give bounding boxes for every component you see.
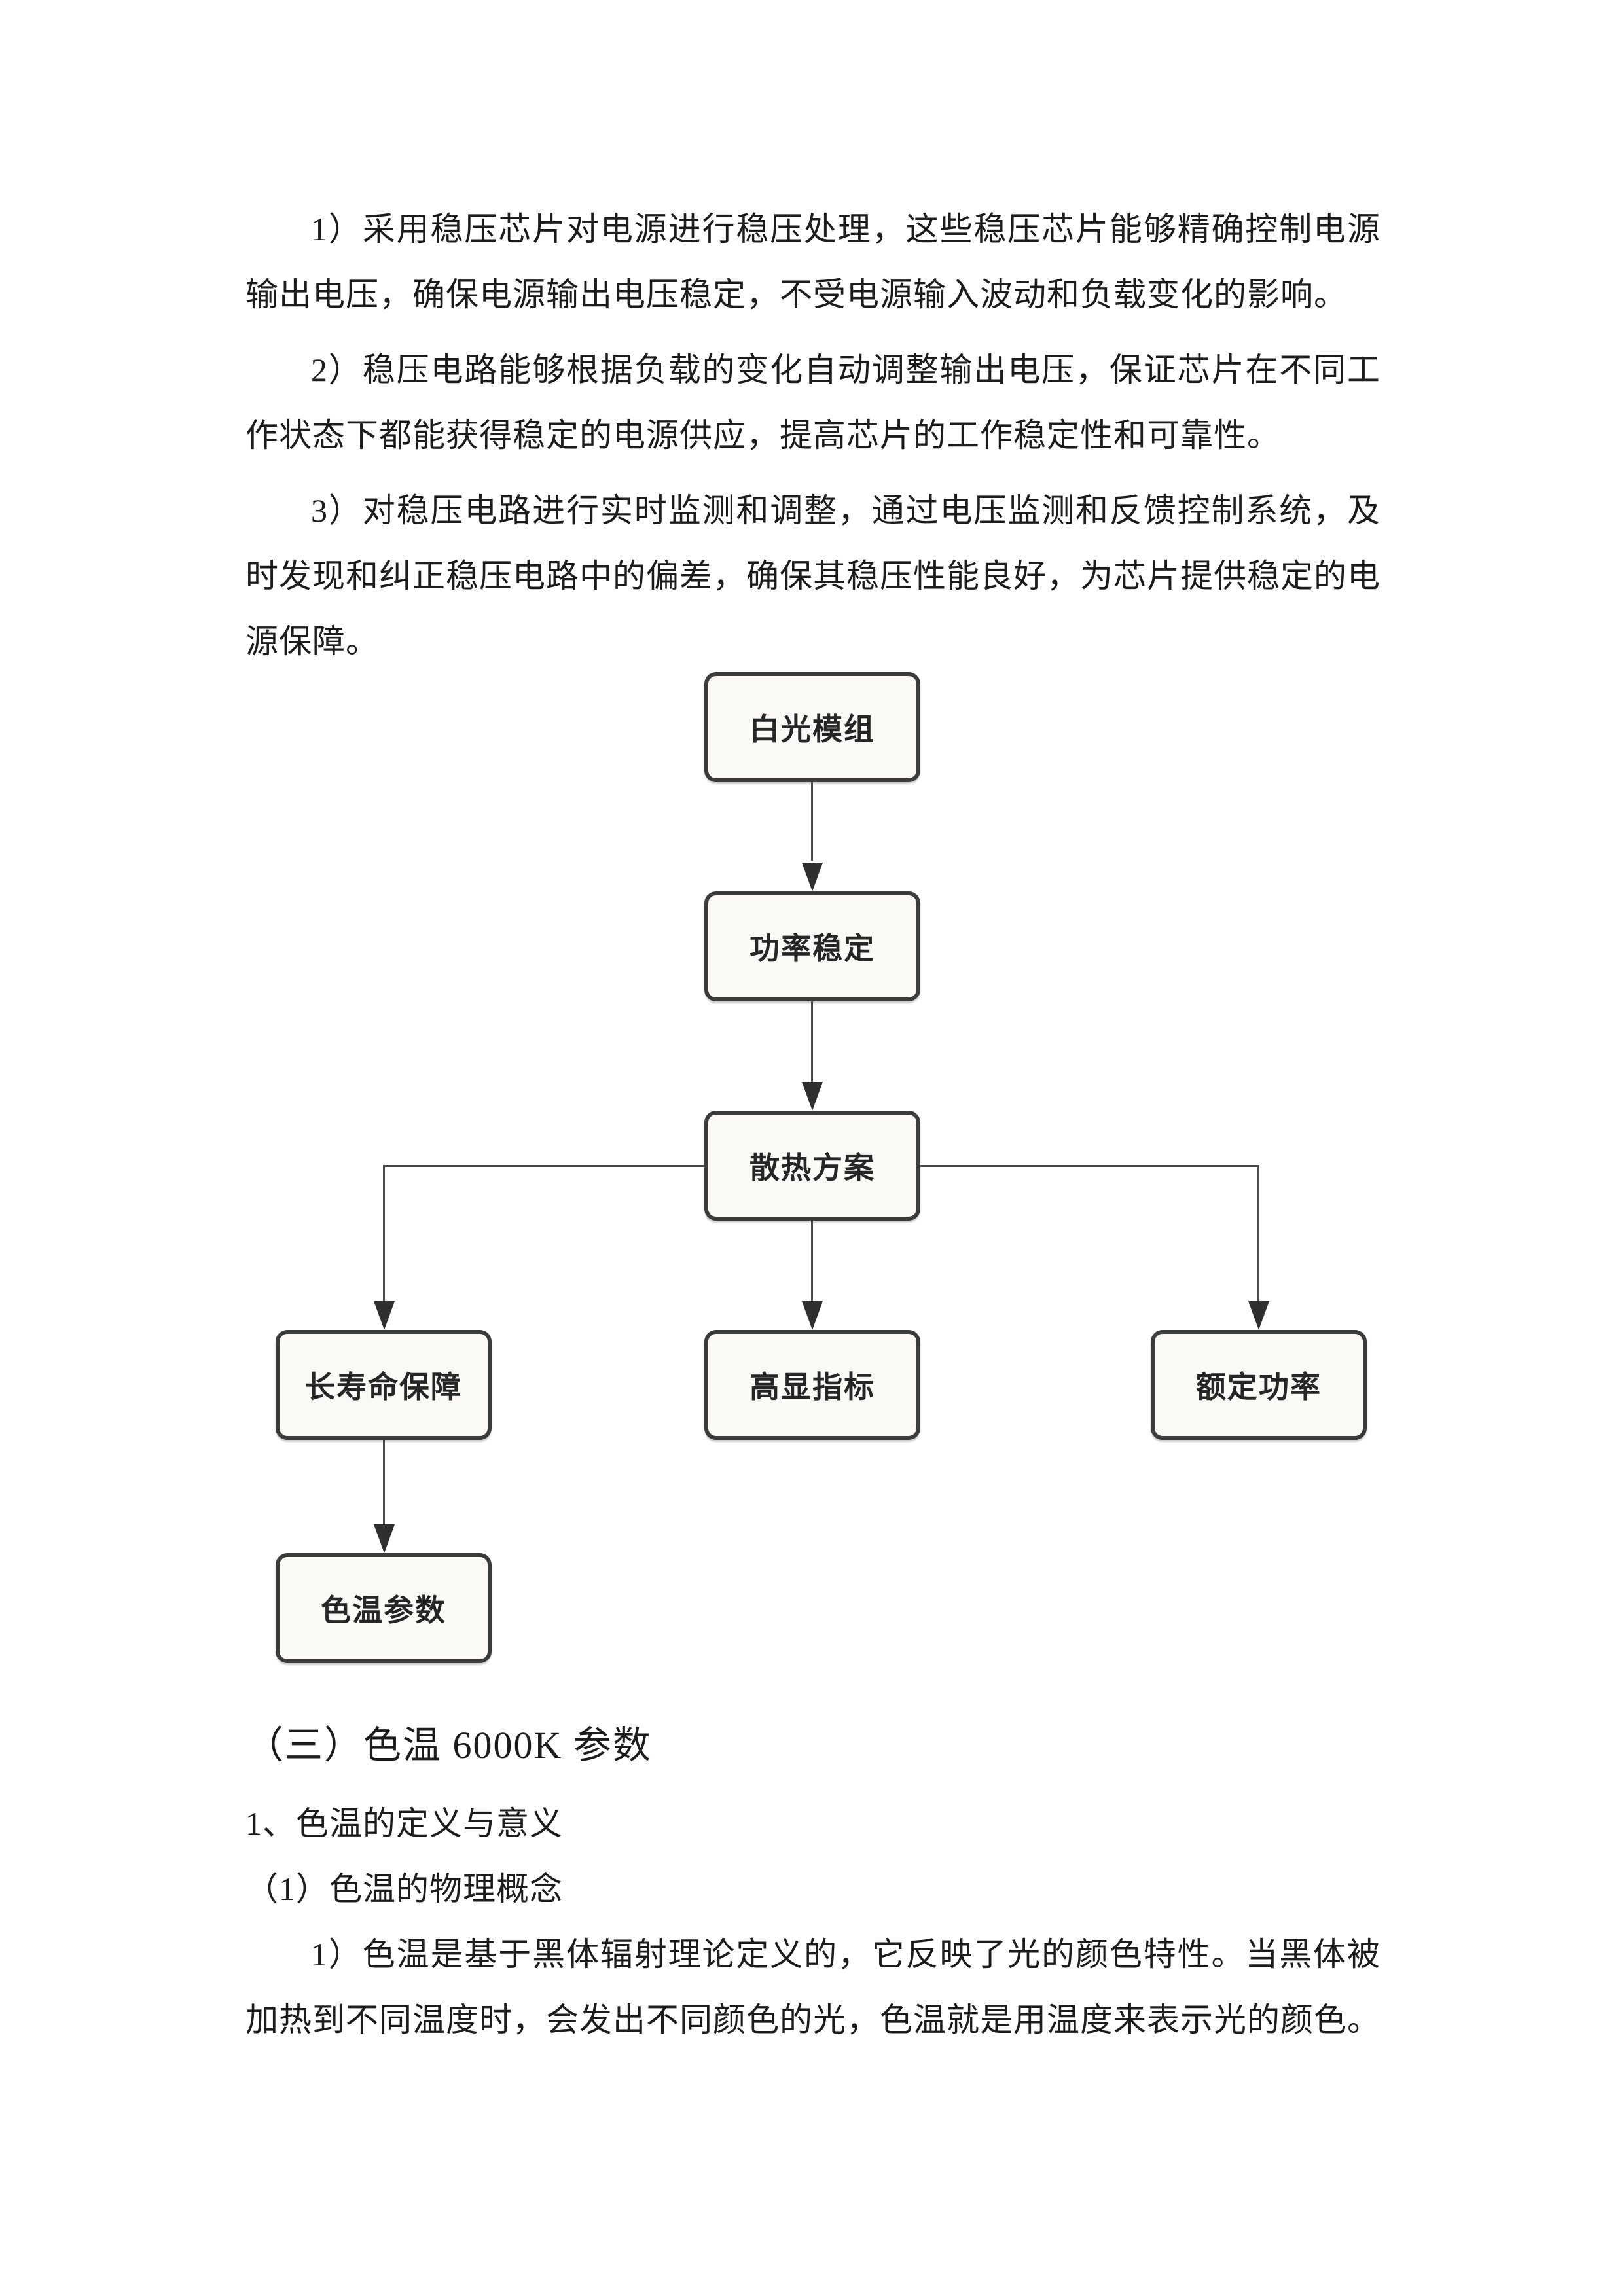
node-label: 色温参数 xyxy=(321,1594,446,1627)
section-heading: （三）色温 6000K 参数 xyxy=(245,1724,652,1767)
arrow-down-icon-2 xyxy=(802,1082,823,1111)
edge-line-6 xyxy=(383,1440,385,1524)
edge-line-3h xyxy=(383,1165,704,1167)
paragraph-2: 2）稳压电路能够根据负载的变化自动调整输出电压，保证芯片在不同工作状态下都能获得… xyxy=(245,351,1380,454)
node-high-cri-index: 高显指标 xyxy=(704,1330,920,1440)
arrow-down-icon-5 xyxy=(1248,1301,1269,1330)
edge-line-4 xyxy=(811,1221,813,1301)
arrow-down-icon-6 xyxy=(374,1524,395,1553)
node-power-stability: 功率稳定 xyxy=(704,891,920,1001)
node-long-lifespan-guarantee: 长寿命保障 xyxy=(276,1330,492,1440)
subsection-title-1: 1、色温的定义与意义 xyxy=(245,1805,563,1842)
paragraph-3: 3）对稳压电路进行实时监测和调整，通过电压监测和反馈控制系统，及时发现和纠正稳压… xyxy=(245,492,1380,660)
node-label: 散热方案 xyxy=(749,1151,875,1185)
node-rated-power: 额定功率 xyxy=(1151,1330,1367,1440)
node-label: 功率稳定 xyxy=(749,932,875,965)
node-label: 白光模组 xyxy=(749,713,875,746)
arrow-down-icon-3 xyxy=(374,1301,395,1330)
arrow-down-icon-1 xyxy=(802,863,823,891)
subsection-title-2: （1）色温的物理概念 xyxy=(245,1871,563,1907)
node-heat-dissipation-plan: 散热方案 xyxy=(704,1111,920,1221)
paragraph-1: 1）采用稳压芯片对电源进行稳压处理，这些稳压芯片能够精确控制电源输出电压，确保电… xyxy=(245,211,1380,313)
edge-line-5v xyxy=(1257,1165,1259,1301)
node-label: 额定功率 xyxy=(1196,1371,1322,1404)
edge-line-3v xyxy=(383,1165,385,1301)
node-white-light-module: 白光模组 xyxy=(704,672,920,782)
node-label: 长寿命保障 xyxy=(305,1371,462,1404)
node-label: 高显指标 xyxy=(749,1371,875,1404)
top-text-block: 1）采用稳压芯片对电源进行稳压处理，这些稳压芯片能够精确控制电源输出电压，确保电… xyxy=(245,196,1380,684)
edge-line-2 xyxy=(811,1001,813,1082)
paragraph-4: 1）色温是基于黑体辐射理论定义的，它反映了光的颜色特性。当黑体被加热到不同温度时… xyxy=(245,1936,1380,2038)
node-color-temperature-params: 色温参数 xyxy=(276,1553,492,1663)
bottom-text-block: （三）色温 6000K 参数 1、色温的定义与意义 （1）色温的物理概念 1）色… xyxy=(245,1710,1380,2053)
edge-line-5h xyxy=(920,1165,1259,1167)
edge-line-1 xyxy=(811,782,813,861)
arrow-down-icon-4 xyxy=(802,1301,823,1330)
